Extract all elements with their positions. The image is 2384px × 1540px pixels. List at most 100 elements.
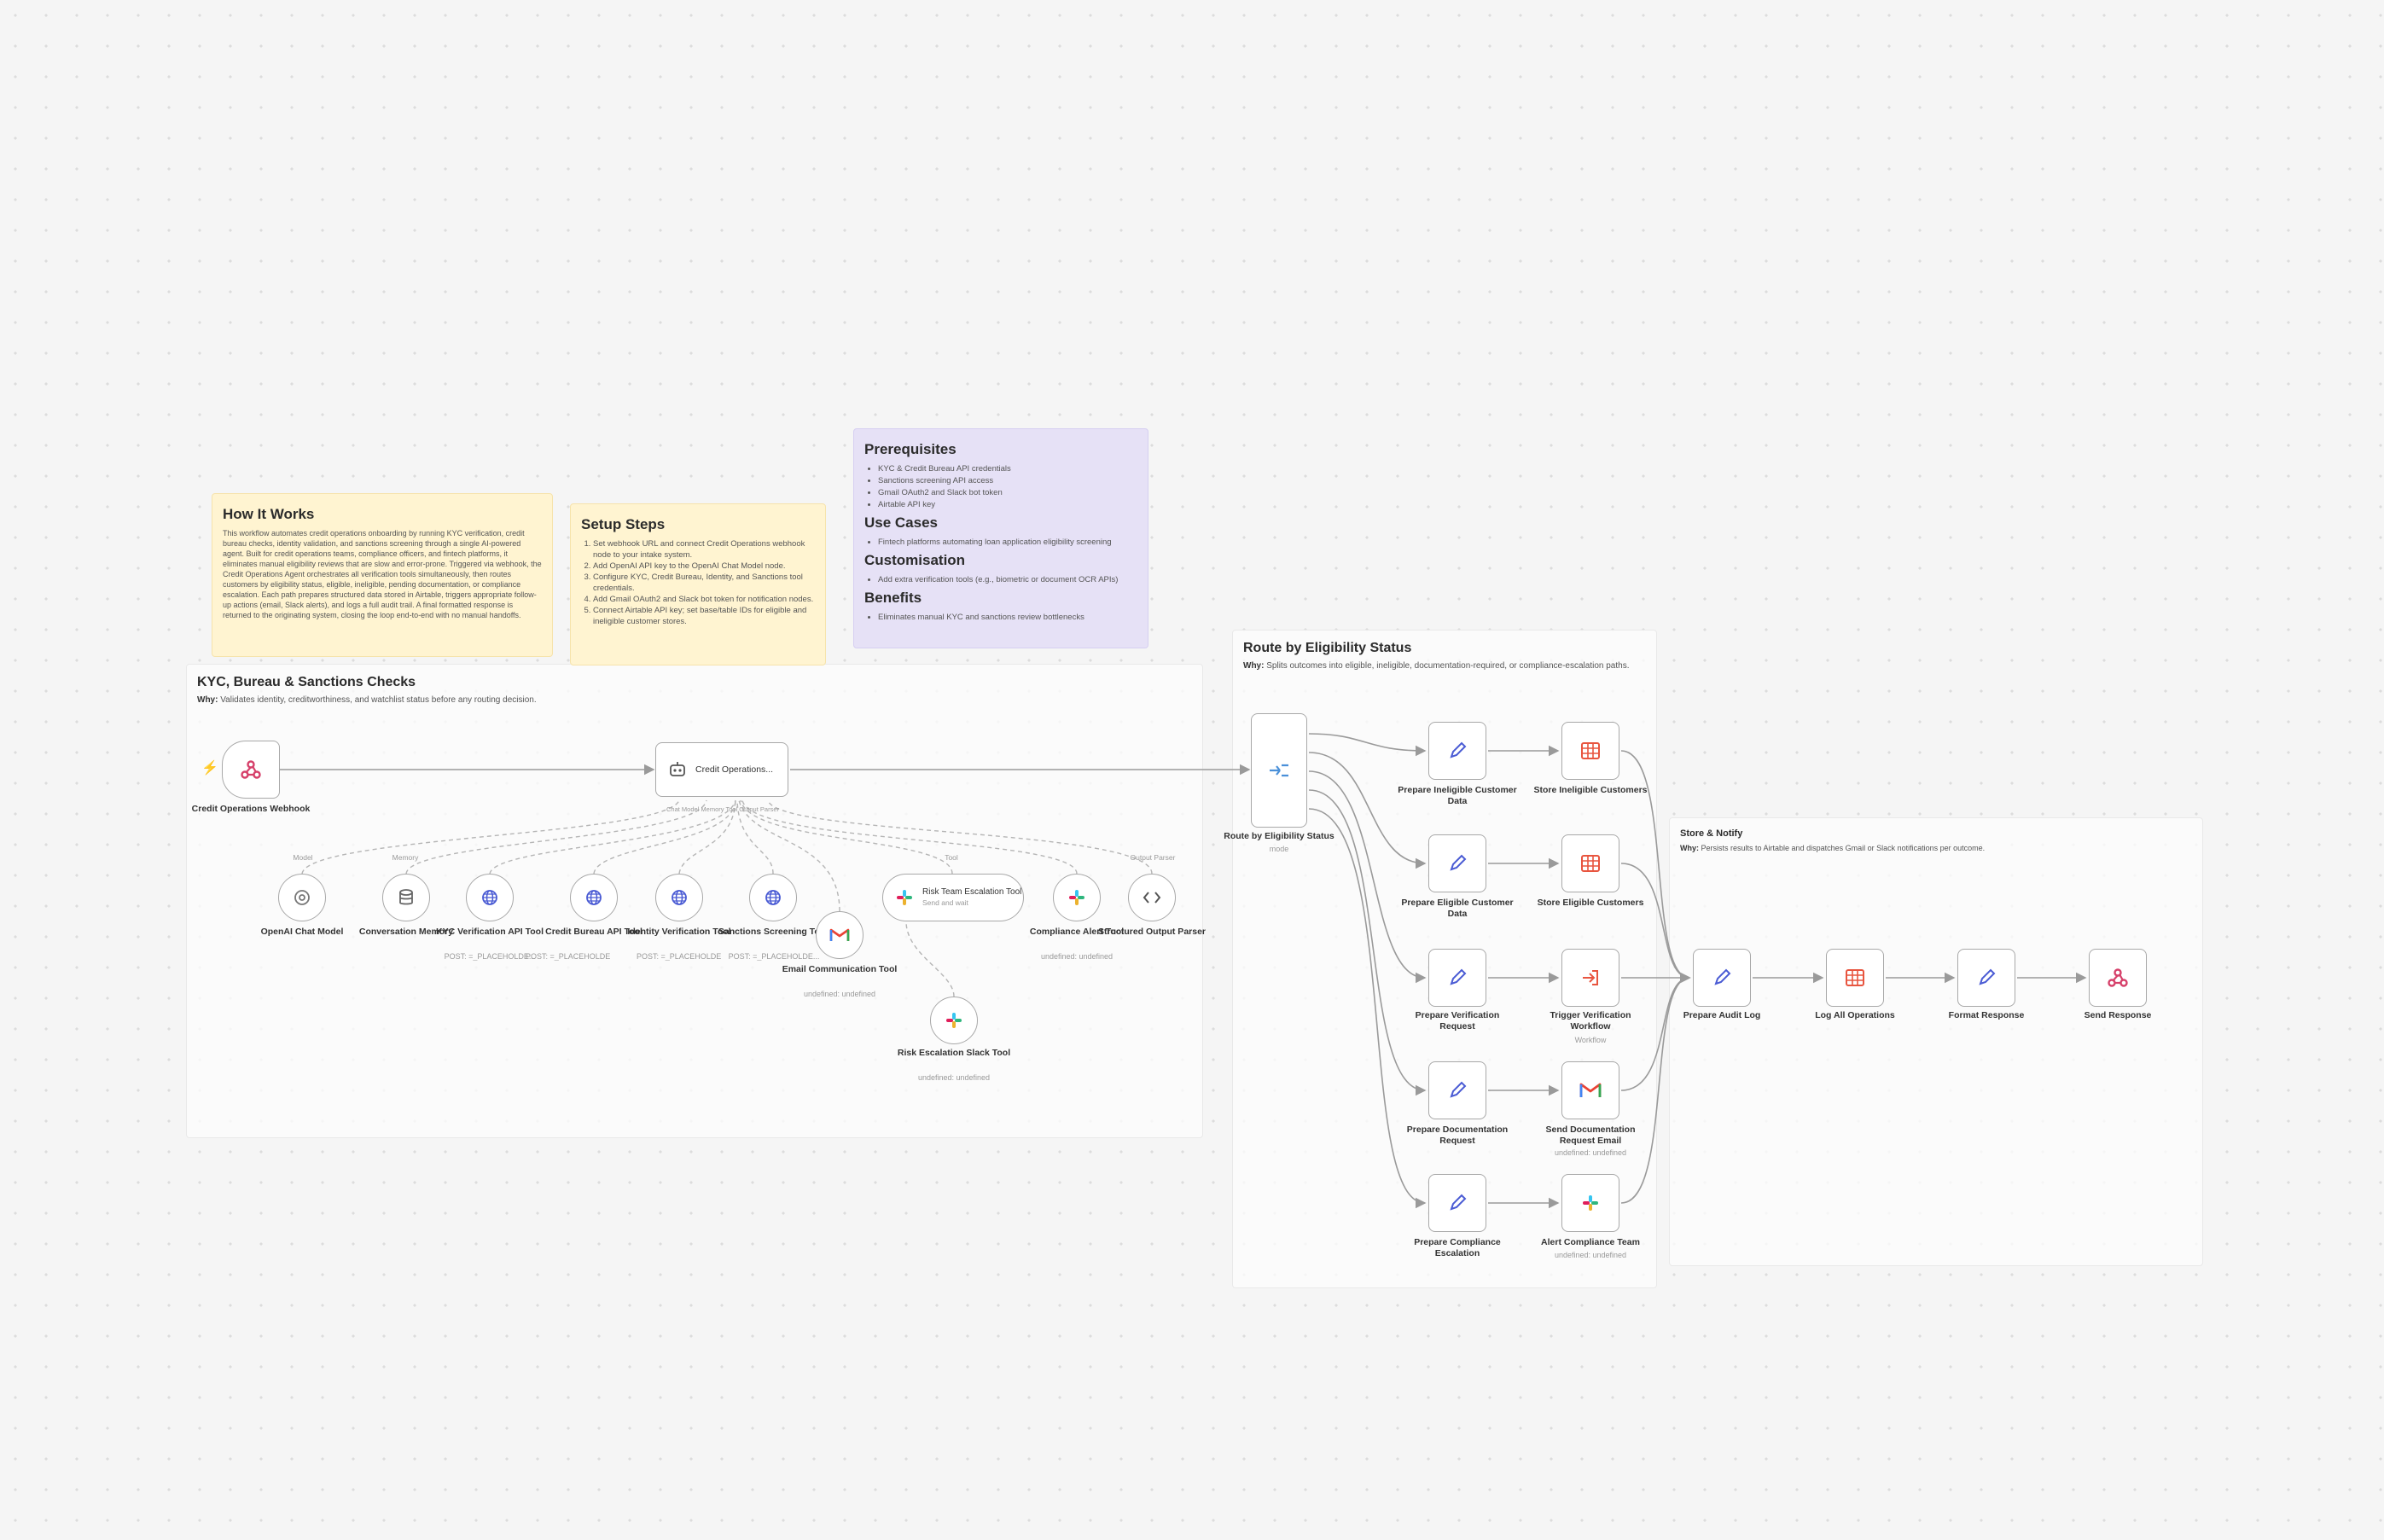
edge-alert-audit: [1620, 972, 1691, 1204]
why-text: Splits outcomes into eligible, ineligibl…: [1266, 661, 1630, 671]
edge-sanctions-agent: [736, 799, 774, 875]
alert-compliance-node[interactable]: [1561, 1174, 1619, 1232]
trigger-verif-sublabel: Workflow: [1574, 1036, 1607, 1044]
prepare-documentation-node[interactable]: [1428, 1061, 1486, 1119]
gmail-icon: [829, 928, 850, 941]
prepare-eligible-node[interactable]: [1428, 834, 1486, 892]
airtable-icon: [1846, 969, 1864, 986]
agent-port-labels: Chat Model Memory Tool Output Parser: [666, 805, 779, 813]
edge-risk-agent: [740, 799, 953, 875]
edge-identity-agent: [678, 799, 736, 875]
slack-icon: [897, 890, 912, 905]
customisation-item: Add extra verification tools (e.g., biom…: [878, 574, 1137, 586]
edge-router-prep-verif: [1308, 770, 1427, 984]
kyc-label: KYC Verification API Tool: [435, 927, 544, 937]
database-icon: [399, 889, 413, 905]
openai-icon: [294, 890, 310, 905]
memory-label: Conversation Memory: [358, 927, 454, 937]
edge-send-doc-audit: [1620, 972, 1691, 1091]
identity-label: Identity Verification Tool: [627, 927, 731, 937]
log-all-operations-node[interactable]: [1826, 949, 1884, 1007]
parser-label: Structured Output Parser: [1097, 927, 1207, 937]
trigger-verification-node[interactable]: [1561, 949, 1619, 1007]
store-ineligible-node[interactable]: [1561, 722, 1619, 780]
send-response-node[interactable]: [2089, 949, 2147, 1007]
benefit-item: Eliminates manual KYC and sanctions revi…: [878, 612, 1137, 624]
openai-chat-model-node[interactable]: [278, 874, 326, 921]
edge-router-prep-elig: [1308, 752, 1427, 869]
risk-escalation-slack-tool-node[interactable]: [930, 997, 978, 1044]
webhook-label: Credit Operations Webhook: [191, 804, 311, 814]
store-notify-group[interactable]: Store & Notify Why: Persists results to …: [1669, 817, 2203, 1266]
pencil-icon: [1450, 1194, 1467, 1211]
agent-label: Credit Operations...: [695, 764, 774, 775]
edge-store-elig-audit: [1620, 863, 1691, 984]
structured-output-parser-node[interactable]: [1128, 874, 1176, 921]
router-sublabel: mode: [1269, 845, 1289, 853]
identity-verification-tool-node[interactable]: [655, 874, 703, 921]
execute-workflow-icon: [1583, 970, 1598, 985]
prerequisites-note[interactable]: Prerequisites KYC & Credit Bureau API cr…: [853, 428, 1148, 648]
risk-slack-sublabel: undefined: undefined: [917, 1073, 991, 1082]
send-doc-sublabel: undefined: undefined: [1554, 1148, 1627, 1157]
code-icon: [1143, 892, 1161, 904]
store-inelig-label: Store Ineligible Customers: [1533, 785, 1648, 795]
why-label: Why:: [1680, 844, 1699, 852]
bureau-sublabel: POST: =_PLACEHOLDE...: [526, 952, 611, 961]
email-communication-tool-node[interactable]: [816, 911, 863, 959]
sanctions-label: Sanctions Screening Tool: [718, 927, 829, 937]
edge-kyc-agent: [489, 799, 736, 875]
credit-operations-agent-node[interactable]: Credit Operations...: [655, 742, 788, 797]
edge-router-prep-doc: [1308, 789, 1427, 1096]
conversation-memory-node[interactable]: [382, 874, 430, 921]
prereq-list: KYC & Credit Bureau API credentials Sanc…: [864, 463, 1137, 511]
prepare-compliance-node[interactable]: [1428, 1174, 1486, 1232]
prepare-ineligible-node[interactable]: [1428, 722, 1486, 780]
pencil-icon: [1450, 854, 1467, 871]
prepare-verification-node[interactable]: [1428, 949, 1486, 1007]
format-label: Format Response: [1948, 1010, 2025, 1020]
router-label: Route by Eligibility Status: [1224, 831, 1334, 841]
prep-elig-label: Prepare Eligible Customer Data: [1401, 898, 1514, 919]
benefits-title: Benefits: [864, 590, 922, 606]
setup-steps-list: Set webhook URL and connect Credit Opera…: [581, 538, 815, 627]
alert-comp-sublabel: undefined: undefined: [1554, 1251, 1627, 1259]
pencil-icon: [1450, 1081, 1467, 1098]
setup-step: Configure KYC, Credit Bureau, Identity, …: [593, 572, 815, 594]
setup-step: Add OpenAI API key to the OpenAI Chat Mo…: [593, 561, 815, 572]
setup-step: Connect Airtable API key; set base/table…: [593, 605, 815, 627]
prereq-item: Gmail OAuth2 and Slack bot token: [878, 487, 1137, 499]
store-eligible-node[interactable]: [1561, 834, 1619, 892]
compliance-alert-tool-node[interactable]: [1053, 874, 1101, 921]
log-all-label: Log All Operations: [1815, 1010, 1895, 1020]
pencil-icon: [1714, 968, 1731, 985]
kyc-sublabel: POST: =_PLACEHOLDE...: [444, 952, 536, 961]
send-documentation-email-node[interactable]: [1561, 1061, 1619, 1119]
credit-operations-webhook-node[interactable]: [222, 741, 280, 799]
airtable-icon: [1581, 855, 1600, 872]
identity-sublabel: POST: =_PLACEHOLDE...: [637, 952, 722, 961]
slack-icon: [946, 1013, 962, 1028]
robot-icon: [670, 762, 685, 776]
pencil-icon: [1450, 741, 1467, 758]
how-title: How It Works: [223, 506, 315, 522]
route-by-eligibility-node[interactable]: [1251, 713, 1307, 828]
kyc-verification-tool-node[interactable]: [466, 874, 514, 921]
globe-icon: [586, 890, 602, 905]
setup-steps-note[interactable]: Setup Steps Set webhook URL and connect …: [570, 503, 826, 665]
conn-label-memory: Memory: [392, 853, 419, 862]
risk-tool-sublabel: Send and wait: [922, 898, 968, 907]
risk-tool-title: Risk Team Escalation Tool: [922, 887, 1022, 897]
format-response-node[interactable]: [1957, 949, 2015, 1007]
airtable-icon: [1581, 742, 1600, 759]
how-it-works-note[interactable]: How It Works This workflow automates cre…: [212, 493, 553, 657]
prereq-item: Airtable API key: [878, 499, 1137, 511]
sanctions-screening-tool-node[interactable]: [749, 874, 797, 921]
prereq-item: KYC & Credit Bureau API credentials: [878, 463, 1137, 475]
trigger-bolt-icon: ⚡: [201, 761, 218, 776]
prepare-audit-log-node[interactable]: [1693, 949, 1751, 1007]
credit-bureau-tool-node[interactable]: [570, 874, 618, 921]
